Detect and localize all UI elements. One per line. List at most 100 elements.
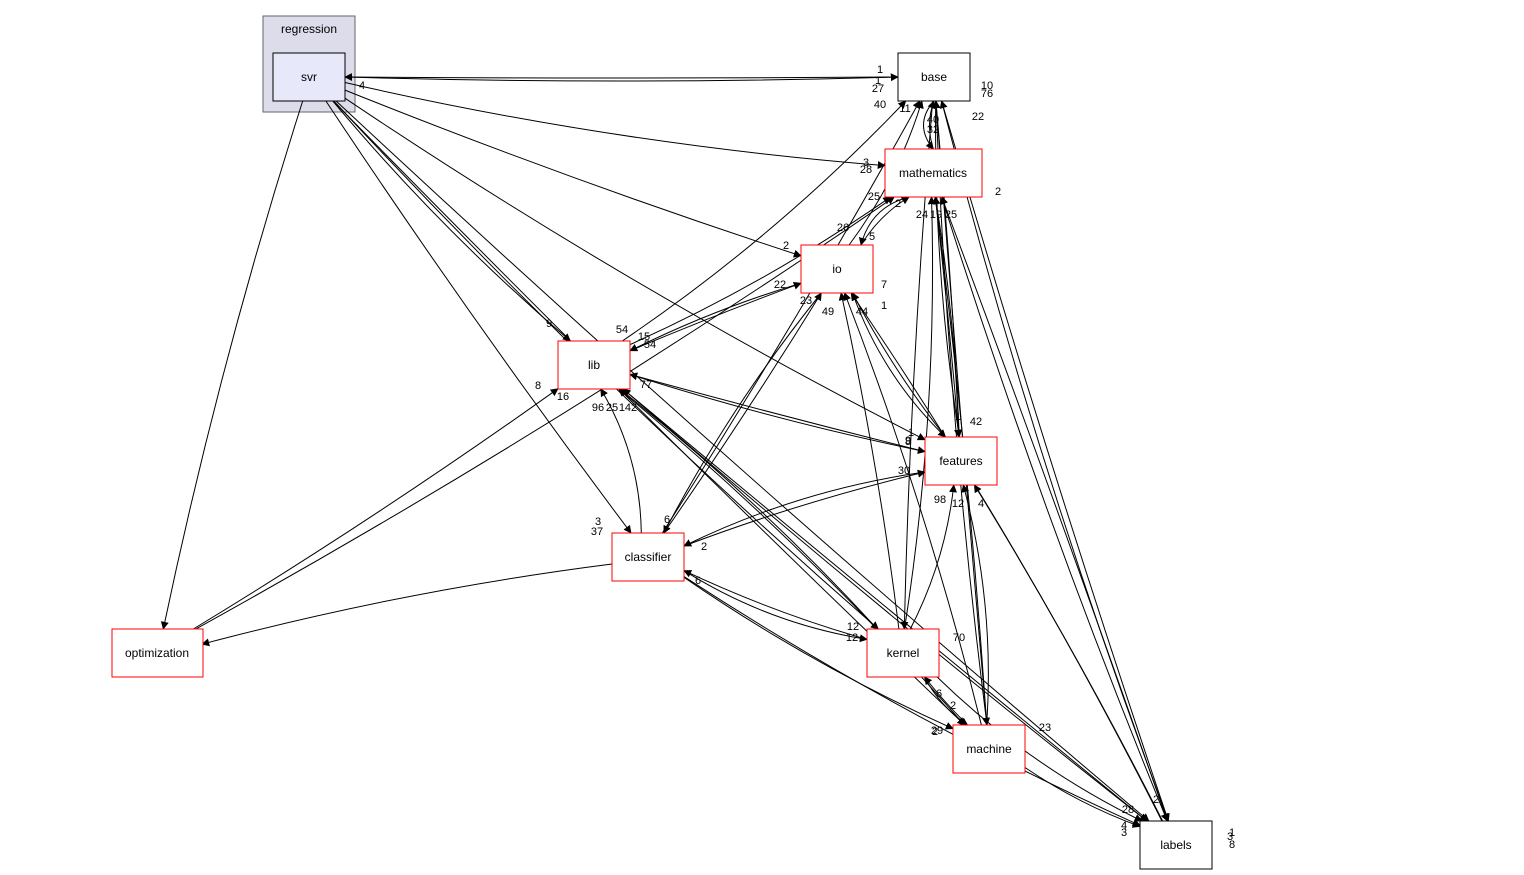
edge-count-label: 23	[800, 295, 812, 307]
edge-lib-to-mathematics	[629, 196, 892, 346]
node-label: machine	[966, 742, 1012, 756]
edge-kernel-to-features	[909, 484, 957, 630]
edge-count-label: 9	[905, 435, 911, 447]
edge-count-label: 37	[591, 526, 603, 538]
node-optimization[interactable]: optimization	[111, 628, 204, 678]
edge-svr-to-labels	[335, 100, 1150, 822]
node-label: io	[832, 262, 842, 276]
edge-count-label: 19	[930, 209, 942, 221]
edge-count-label: 54	[616, 324, 628, 336]
node-label: svr	[301, 70, 317, 84]
edge-count-label: 3	[1227, 831, 1233, 843]
edge-features-to-classifier	[683, 471, 926, 547]
edge-count-label: 12	[847, 621, 859, 633]
edge-classifier-to-machine	[683, 576, 954, 730]
edge-count-label: 2	[932, 726, 938, 738]
edge-lib-to-labels	[622, 388, 1148, 822]
node-box	[866, 628, 940, 678]
edge-count-label: 29	[931, 725, 943, 737]
edge-count-label: 3	[595, 516, 601, 528]
edge-count-label: 2	[895, 198, 901, 210]
node-box	[557, 340, 631, 390]
node-label: labels	[1160, 838, 1191, 852]
edge-count-label: 77	[640, 379, 652, 391]
edge-count-label: 44	[856, 306, 868, 318]
edge-lib-to-io	[629, 281, 802, 352]
node-svr[interactable]: svr	[272, 52, 346, 102]
node-classifier[interactable]: classifier	[611, 532, 685, 582]
edge-count-label: 32	[927, 124, 939, 136]
edge-count-label: 7	[881, 279, 887, 291]
edge-count-label: 42	[970, 416, 982, 428]
node-label: mathematics	[899, 166, 967, 180]
edge-count-label: 15	[638, 331, 650, 343]
edge-count-label: 4	[1121, 820, 1127, 832]
edge-count-label: 2	[701, 541, 707, 553]
edge-labels-layer: 1127404114032221076222328252241925265222…	[359, 64, 1235, 851]
edge-count-label: 24	[916, 209, 928, 221]
node-box	[1139, 820, 1213, 870]
cluster-label: regression	[281, 22, 337, 36]
edge-lib-to-base	[622, 100, 907, 342]
edge-count-label: 98	[934, 494, 946, 506]
edge-count-label: 8	[535, 380, 541, 392]
edge-kernel-to-lib	[619, 388, 878, 630]
edge-count-label: 9	[546, 318, 552, 330]
edge-count-label: 26	[837, 222, 849, 234]
node-box	[952, 724, 1026, 774]
edge-count-label: 54	[644, 339, 656, 351]
edge-kernel-to-io	[838, 292, 900, 630]
edge-svr-to-features	[344, 97, 926, 441]
node-box	[884, 148, 983, 198]
edge-count-label: 3	[863, 157, 869, 169]
edge-classifier-to-optimization	[201, 563, 613, 647]
edge-count-label: 1	[877, 64, 883, 76]
node-base[interactable]: base	[897, 52, 971, 102]
edge-count-label: 30	[898, 465, 910, 477]
node-mathematics[interactable]: mathematics	[884, 148, 983, 198]
edge-io-to-classifier	[663, 292, 822, 534]
edge-base-to-svr	[344, 73, 899, 82]
node-label: classifier	[625, 550, 672, 564]
edge-svr-to-base	[344, 73, 899, 82]
edge-count-label: 23	[1039, 722, 1051, 734]
edge-count-label: 28	[860, 164, 872, 176]
edge-io-to-mathematics	[860, 196, 910, 246]
edge-count-label: 76	[981, 88, 993, 100]
edge-features-to-mathematics	[932, 196, 960, 438]
edge-machine-to-kernel	[924, 676, 968, 726]
edge-io-to-features	[852, 292, 947, 438]
edge-kernel-to-machine	[924, 676, 969, 726]
node-features[interactable]: features	[924, 436, 998, 486]
edge-count-label: 2	[783, 240, 789, 252]
edge-count-label: 16	[557, 391, 569, 403]
edge-count-label: 6	[936, 688, 942, 700]
node-label: features	[939, 454, 982, 468]
node-label: base	[921, 70, 947, 84]
edge-count-label: 12	[952, 498, 964, 510]
edge-count-label: 8	[1229, 839, 1235, 851]
edge-svr-to-mathematics	[344, 82, 886, 170]
edge-count-label: 49	[822, 306, 834, 318]
node-lib[interactable]: lib	[557, 340, 631, 390]
edge-features-to-io	[852, 292, 946, 438]
node-box	[111, 628, 204, 678]
edge-lib-to-features	[629, 373, 926, 455]
edge-labels-to-features	[973, 484, 1164, 822]
edge-svr-to-classifier	[325, 100, 632, 534]
edge-count-label: 96	[592, 402, 604, 414]
edge-count-label: 12	[846, 632, 858, 644]
node-io[interactable]: io	[800, 244, 874, 294]
edge-labels-to-mathematics	[940, 196, 1168, 822]
edge-optimization-to-lib	[193, 388, 559, 630]
edge-count-label: 22	[972, 111, 984, 123]
edge-count-label: 1	[908, 427, 914, 439]
edge-count-label: 27	[872, 83, 884, 95]
node-labels[interactable]: labels	[1139, 820, 1213, 870]
edge-count-label: 142	[619, 402, 637, 414]
node-kernel[interactable]: kernel	[866, 628, 940, 678]
node-machine[interactable]: machine	[952, 724, 1026, 774]
edge-count-label: 25	[606, 402, 618, 414]
edge-count-label: 1	[875, 75, 881, 87]
node-label: kernel	[887, 646, 920, 660]
